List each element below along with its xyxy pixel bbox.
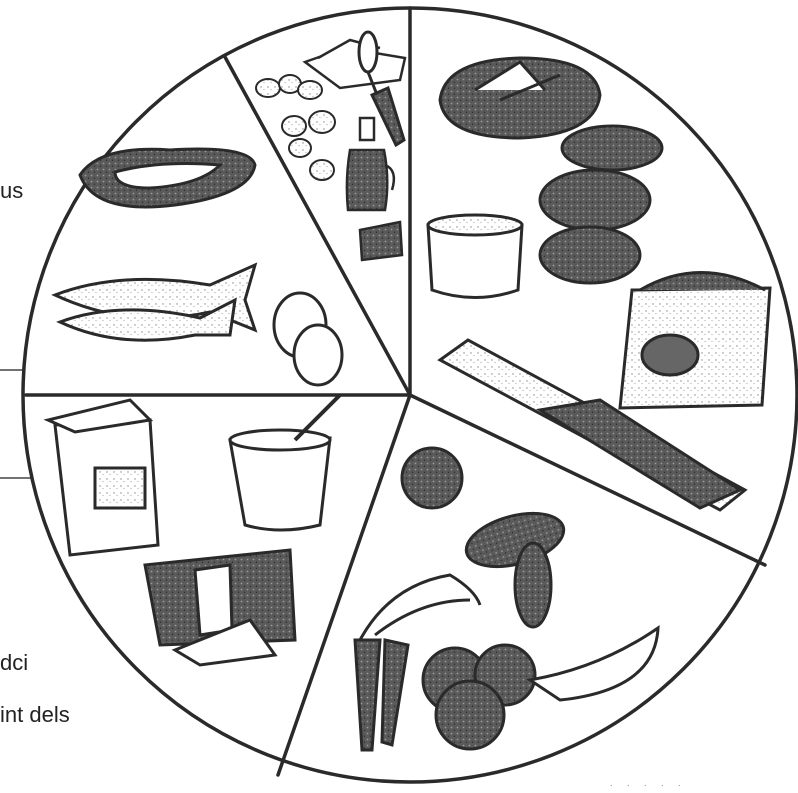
flour-bowl-icon [428, 215, 522, 298]
chocolate-icon [360, 222, 402, 260]
side-text-line-1: us [0, 178, 23, 204]
side-text-dots: . . . . . [610, 778, 687, 788]
lettuce-icon [402, 448, 462, 508]
side-text-line-3: int dels [0, 702, 70, 728]
rice-sack-icon [620, 273, 770, 409]
side-text-line-2: dci [0, 650, 28, 676]
bread-icon [440, 58, 600, 138]
